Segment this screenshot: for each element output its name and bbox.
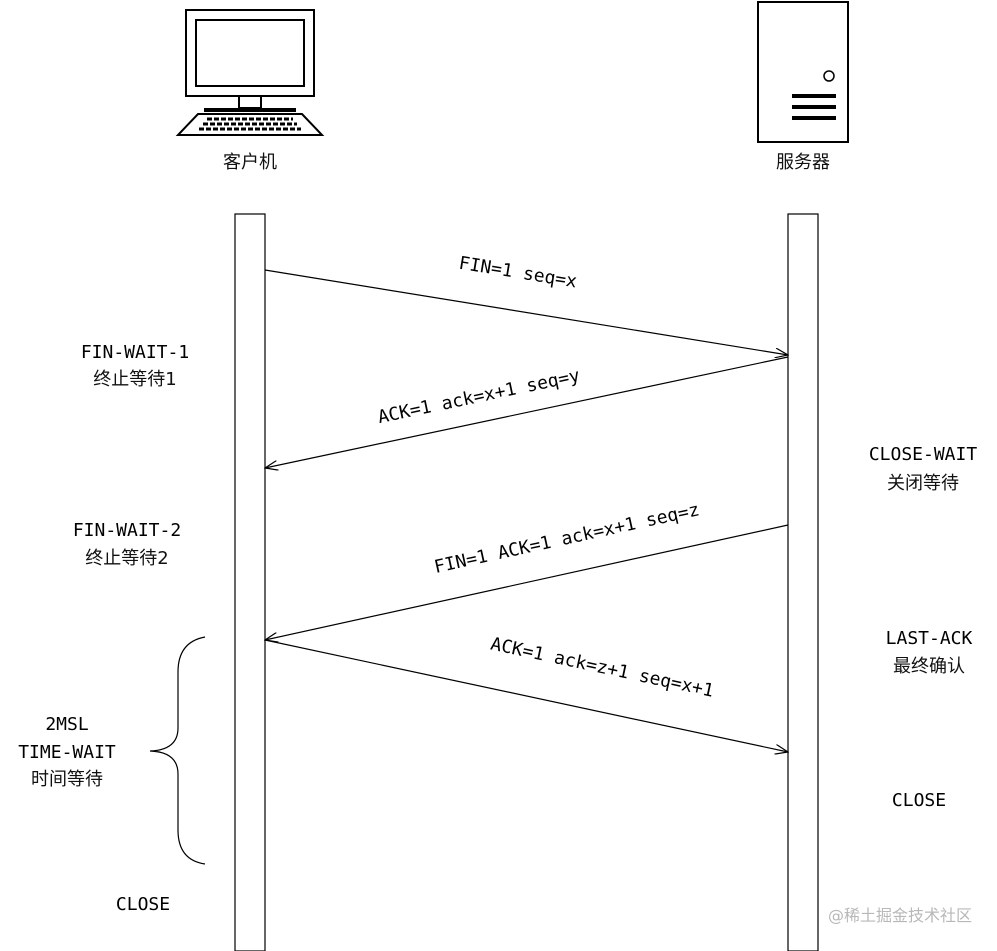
state-name: 时间等待: [31, 769, 103, 790]
server-label: 服务器: [776, 152, 830, 173]
server-state-close-wait: CLOSE-WAIT 关闭等待: [869, 444, 978, 494]
time-wait-brace: [149, 636, 206, 865]
desktop-computer-icon: [175, 9, 325, 136]
client-lifeline: [234, 213, 266, 951]
state-name: 终止等待1: [93, 369, 176, 390]
state-code: FIN-WAIT-2: [73, 520, 181, 541]
message-label-ack2: ACK=1 ack=z+1 seq=x+1: [489, 634, 716, 702]
message-arrow-fin1: [264, 269, 788, 355]
server-tower-icon: [757, 1, 849, 143]
state-code: CLOSE-WAIT: [869, 444, 978, 465]
client-state-close: CLOSE: [116, 894, 170, 915]
state-name: 最终确认: [893, 656, 965, 677]
client-state-fin-wait-1: FIN-WAIT-1 终止等待1: [81, 342, 189, 390]
message-label-fin1: FIN=1 seq=x: [457, 253, 578, 293]
server-lifeline: [787, 213, 819, 951]
server-state-close: CLOSE: [892, 790, 946, 811]
message-arrow-ack2: [264, 639, 788, 752]
state-name: 关闭等待: [887, 473, 959, 494]
state-name: 终止等待2: [85, 548, 168, 569]
client-label: 客户机: [223, 152, 277, 173]
state-code: LAST-ACK: [886, 628, 973, 649]
client-state-fin-wait-2: FIN-WAIT-2 终止等待2: [73, 520, 181, 569]
watermark: @稀土掘金技术社区: [828, 906, 972, 925]
state-code: TIME-WAIT: [18, 742, 116, 763]
state-code: FIN-WAIT-1: [81, 342, 189, 363]
server-state-last-ack: LAST-ACK 最终确认: [886, 628, 973, 677]
message-label-ack1: ACK=1 ack=x+1 seq=y: [376, 365, 582, 428]
client-state-time-wait: 2MSL TIME-WAIT 时间等待: [18, 714, 116, 790]
message-label-fin2: FIN=1 ACK=1 ack=x+1 seq=z: [432, 499, 701, 578]
state-duration: 2MSL: [45, 714, 89, 735]
message-arrow-fin2: [265, 524, 789, 640]
message-arrow-ack1: [265, 356, 789, 468]
